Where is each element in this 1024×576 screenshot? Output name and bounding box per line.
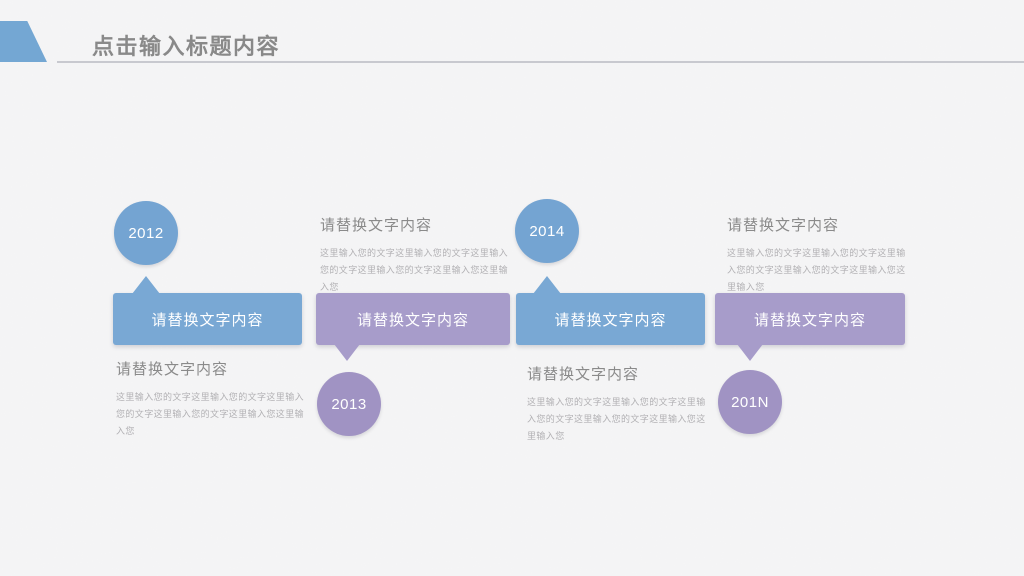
- callout-pointer-up-icon: [132, 276, 160, 294]
- text-block-2013[interactable]: 请替换文字内容 这里输入您的文字这里输入您的文字这里输入 您的文字这里输入您的文…: [320, 214, 516, 296]
- text-block-heading: 请替换文字内容: [727, 217, 840, 234]
- callout-201N[interactable]: 请替换文字内容: [715, 293, 905, 361]
- year-label: 2013: [331, 395, 367, 413]
- year-circle-2013[interactable]: 2013: [317, 372, 381, 436]
- callout-pointer-up-icon: [533, 276, 561, 294]
- text-block-body-line: 入您: [116, 426, 135, 436]
- callout-label: 请替换文字内容: [753, 311, 866, 329]
- year-circle-2012[interactable]: 2012: [114, 201, 178, 265]
- text-block-heading: 请替换文字内容: [527, 366, 640, 383]
- text-block-2012[interactable]: 请替换文字内容 这里输入您的文字这里输入您的文字这里输入 您的文字这里输入您的文…: [116, 358, 312, 440]
- text-block-heading: 请替换文字内容: [320, 217, 433, 234]
- callout-2014[interactable]: 请替换文字内容: [516, 276, 705, 345]
- year-label: 2014: [529, 222, 565, 240]
- callout-label: 请替换文字内容: [554, 311, 667, 329]
- text-block-body-line: 这里输入您的文字这里输入您的文字这里输: [527, 397, 706, 407]
- callout-2013[interactable]: 请替换文字内容: [316, 293, 510, 361]
- callout-pointer-down-icon: [737, 344, 763, 361]
- slide-title[interactable]: 点击输入标题内容: [92, 34, 281, 59]
- callout-label: 请替换文字内容: [151, 311, 264, 329]
- text-block-body-line: 入您: [320, 282, 339, 292]
- title-underline: [57, 61, 1024, 63]
- text-block-body-line: 里输入您: [727, 282, 765, 292]
- text-block-body-line: 您的文字这里输入您的文字这里输入您这里输: [116, 409, 305, 419]
- callout-label: 请替换文字内容: [356, 311, 469, 329]
- year-label: 201N: [731, 393, 769, 411]
- year-circle-2014[interactable]: 2014: [515, 199, 579, 263]
- text-block-body-line: 您的文字这里输入您的文字这里输入您这里输: [320, 265, 509, 275]
- text-block-201N[interactable]: 请替换文字内容 这里输入您的文字这里输入您的文字这里输 入您的文字这里输入您的文…: [727, 214, 913, 296]
- year-circle-201N[interactable]: 201N: [718, 370, 782, 434]
- year-label: 2012: [128, 224, 164, 242]
- text-block-heading: 请替换文字内容: [116, 361, 229, 378]
- text-block-body-line: 这里输入您的文字这里输入您的文字这里输入: [116, 392, 305, 402]
- text-block-2014[interactable]: 请替换文字内容 这里输入您的文字这里输入您的文字这里输 入您的文字这里输入您的文…: [527, 363, 713, 445]
- text-block-body-line: 入您的文字这里输入您的文字这里输入您这: [727, 265, 906, 275]
- title-accent-shape: [0, 21, 47, 62]
- text-block-body-line: 这里输入您的文字这里输入您的文字这里输: [727, 248, 906, 258]
- callout-2012[interactable]: 请替换文字内容: [113, 276, 302, 345]
- text-block-body-line: 里输入您: [527, 431, 565, 441]
- callout-pointer-down-icon: [334, 344, 360, 361]
- text-block-body-line: 入您的文字这里输入您的文字这里输入您这: [527, 414, 706, 424]
- text-block-body-line: 这里输入您的文字这里输入您的文字这里输入: [320, 248, 509, 258]
